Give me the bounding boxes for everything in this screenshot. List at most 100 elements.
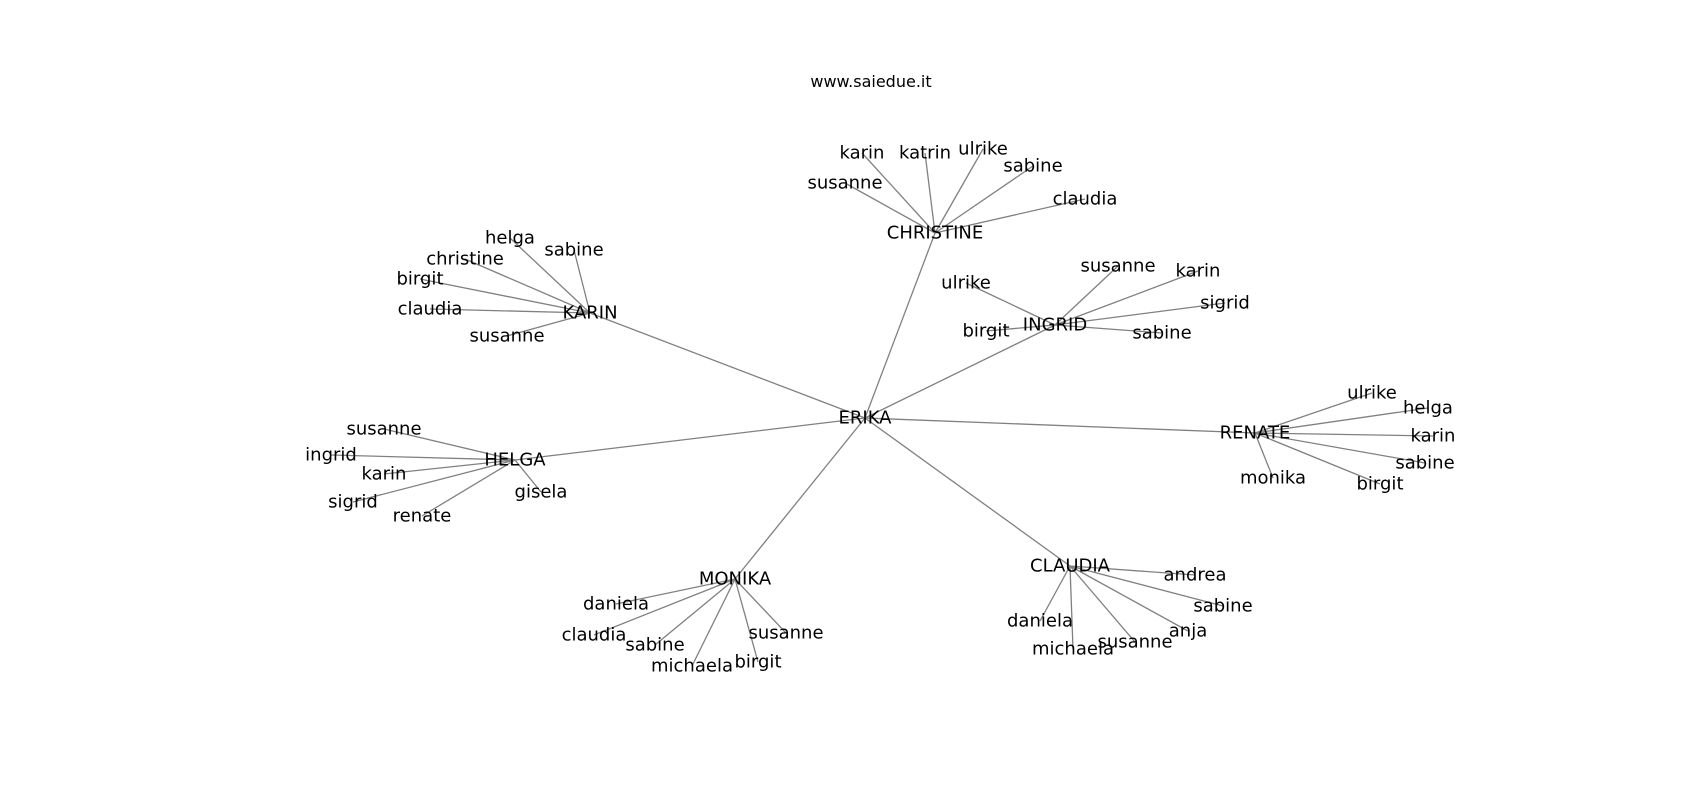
- leaf-node-label: gisela: [515, 482, 568, 503]
- edge-hub-to-leaf: [464, 258, 591, 314]
- hub-node-label: MONIKA: [699, 569, 772, 590]
- leaf-node-label: susanne: [469, 326, 544, 347]
- leaf-node-label: birgit: [397, 269, 444, 290]
- leaf-node-label: ulrike: [941, 273, 991, 294]
- edge-hub-to-leaf: [1069, 565, 1074, 650]
- edge-hub-to-leaf: [1069, 565, 1196, 576]
- leaf-node-label: sabine: [544, 240, 603, 261]
- edge-root-to-hub: [864, 417, 1071, 567]
- leaf-node-label: sabine: [1395, 453, 1454, 474]
- edge-hub-to-leaf: [734, 578, 787, 634]
- leaf-node-label: helga: [1403, 398, 1453, 419]
- edge-hub-to-leaf: [509, 237, 591, 314]
- leaf-node-label: ulrike: [1347, 383, 1397, 404]
- leaf-node-label: sabine: [1193, 596, 1252, 617]
- leaf-node-label: susanne: [346, 419, 421, 440]
- edge-hub-to-leaf: [1254, 432, 1274, 479]
- leaf-node-label: christine: [426, 249, 504, 270]
- edge-hub-to-leaf: [691, 578, 736, 667]
- leaf-node-label: karin: [1411, 426, 1456, 447]
- leaf-node-label: sigrid: [1200, 293, 1250, 314]
- edge-hub-to-leaf: [934, 165, 1034, 234]
- edge-hub-to-leaf: [924, 152, 936, 234]
- edge-hub-to-leaf: [1039, 565, 1071, 622]
- edge-hub-to-leaf: [1254, 432, 1426, 464]
- edge-hub-to-leaf: [934, 198, 1086, 234]
- edge-hub-to-leaf: [383, 459, 516, 475]
- hub-node-label: RENATE: [1220, 423, 1291, 444]
- edge-hub-to-leaf: [861, 152, 936, 234]
- leaf-node-label: sabine: [1003, 156, 1062, 177]
- edge-hub-to-leaf: [934, 148, 984, 234]
- edge-hub-to-leaf: [734, 578, 759, 663]
- leaf-node-label: daniela: [583, 594, 649, 615]
- leaf-node-label: claudia: [562, 625, 627, 646]
- edge-hub-to-leaf: [593, 578, 736, 636]
- leaf-node-label: ingrid: [305, 445, 357, 466]
- leaf-node-label: andrea: [1164, 565, 1227, 586]
- leaf-node-label: claudia: [398, 299, 463, 320]
- leaf-node-label: sigrid: [328, 492, 378, 513]
- leaf-node-label: helga: [485, 228, 535, 249]
- leaf-node-label: susanne: [1097, 632, 1172, 653]
- edge-hub-to-leaf: [421, 459, 516, 517]
- leaf-node-label: susanne: [1080, 256, 1155, 277]
- edge-hub-to-leaf: [654, 578, 736, 646]
- hub-node-label: HELGA: [484, 450, 546, 471]
- leaf-node-label: sabine: [625, 635, 684, 656]
- edge-hub-to-leaf: [965, 282, 1056, 326]
- hub-node-label: CHRISTINE: [887, 223, 984, 244]
- edge-hub-to-leaf: [330, 454, 516, 461]
- edge-hub-to-leaf: [1254, 407, 1429, 434]
- hub-node-label: INGRID: [1023, 315, 1087, 336]
- leaf-node-label: katrin: [899, 143, 951, 164]
- leaf-node-label: birgit: [1357, 474, 1404, 495]
- leaf-node-label: susanne: [807, 173, 882, 194]
- leaf-node-label: karin: [1176, 261, 1221, 282]
- edge-root-to-hub: [589, 312, 866, 419]
- edge-hub-to-leaf: [1054, 270, 1199, 326]
- edge-hub-to-leaf: [506, 312, 591, 337]
- leaf-node-label: anja: [1169, 621, 1207, 642]
- edge-hub-to-leaf: [352, 459, 516, 503]
- edge-hub-to-leaf: [419, 278, 591, 314]
- leaf-node-label: ulrike: [958, 139, 1008, 160]
- edge-hub-to-leaf: [1054, 265, 1119, 326]
- edge-hub-to-leaf: [383, 428, 516, 461]
- leaf-node-label: birgit: [735, 652, 782, 673]
- edge-hub-to-leaf: [1254, 392, 1373, 434]
- edge-hub-to-leaf: [429, 308, 591, 314]
- leaf-node-label: michaela: [651, 656, 733, 677]
- edge-hub-to-leaf: [985, 324, 1056, 332]
- leaf-node-label: karin: [840, 143, 885, 164]
- edge-hub-to-leaf: [573, 249, 591, 314]
- edge-root-to-hub: [864, 232, 936, 419]
- leaf-node-label: birgit: [963, 321, 1010, 342]
- edge-hub-to-leaf: [1054, 302, 1226, 326]
- leaf-node-label: claudia: [1053, 189, 1118, 210]
- leaf-node-label: michaela: [1032, 639, 1114, 660]
- edge-hub-to-leaf: [514, 459, 542, 493]
- edge-hub-to-leaf: [844, 182, 936, 234]
- leaf-node-label: karin: [362, 464, 407, 485]
- edge-root-to-hub: [864, 324, 1056, 419]
- leaf-node-label: daniela: [1007, 611, 1073, 632]
- edge-root-to-hub: [734, 417, 866, 580]
- edge-hub-to-leaf: [1069, 565, 1189, 632]
- edge-root-to-hub: [864, 417, 1256, 434]
- leaf-node-label: monika: [1240, 468, 1306, 489]
- edge-hub-to-leaf: [1054, 324, 1163, 334]
- edge-hub-to-leaf: [1254, 432, 1434, 437]
- leaf-node-label: renate: [393, 506, 452, 527]
- leaf-node-label: susanne: [748, 623, 823, 644]
- edge-root-to-hub: [514, 417, 866, 461]
- root-node-label: ERIKA: [839, 408, 893, 429]
- edge-hub-to-leaf: [1069, 565, 1136, 643]
- hub-node-label: CLAUDIA: [1030, 556, 1111, 577]
- edge-hub-to-leaf: [1069, 565, 1224, 607]
- site-url-label: www.saiedue.it: [810, 72, 932, 91]
- hub-node-label: KARIN: [562, 303, 617, 324]
- edge-hub-to-leaf: [1254, 432, 1381, 485]
- edge-hub-to-leaf: [615, 578, 736, 605]
